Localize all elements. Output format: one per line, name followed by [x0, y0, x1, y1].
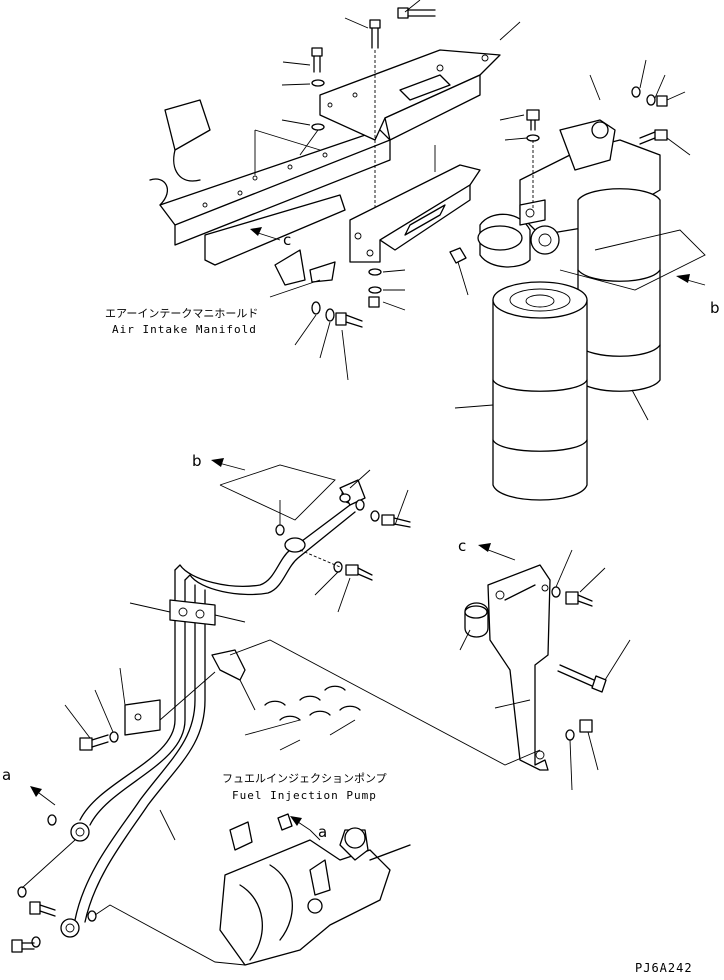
- figure-code: PJ6A242: [635, 961, 693, 975]
- ref-label-a-bottom: a: [318, 823, 327, 841]
- upper-bracket: [319, 49, 501, 141]
- manifold-label-en: Air Intake Manifold: [112, 323, 257, 336]
- bolt-group-bottom-left: [11, 839, 97, 953]
- fuel-injection-pump-label: フュエルインジェクションポンプ Fuel Injection Pump: [222, 772, 387, 802]
- bolt-group-manifold: [294, 301, 363, 381]
- ref-label-c-top: c: [283, 231, 291, 249]
- bolt-group-filter-head: [631, 59, 691, 156]
- pump-label-jp: フュエルインジェクションポンプ: [222, 772, 387, 785]
- reference-c-right: c: [458, 537, 516, 561]
- fuel-filter-mounted: [577, 188, 661, 421]
- ref-label-c-right: c: [458, 537, 466, 555]
- air-intake-manifold-label: エアーインテークマニホールド Air Intake Manifold: [105, 279, 321, 336]
- manifold-label-jp: エアーインテークマニホールド: [105, 307, 258, 320]
- bolt-group-right: [551, 549, 631, 791]
- ref-label-a-left: a: [2, 766, 11, 784]
- filter-mounting-bracket: [349, 145, 481, 311]
- reference-c-top: c: [250, 227, 291, 249]
- bolt-group-left: [64, 689, 119, 751]
- reference-b-mid: b: [192, 452, 336, 521]
- support-bracket: [229, 564, 551, 771]
- fuel-filter-head: [449, 21, 661, 296]
- fuel-pipe-assembly: [60, 469, 411, 938]
- fuel-injection-pump: [219, 685, 411, 966]
- clamp-bracket: [119, 649, 256, 736]
- link-line-bottom: [94, 904, 246, 966]
- air-intake-manifold: [149, 99, 391, 286]
- ref-label-b-top: b: [710, 299, 720, 317]
- reference-b-top: b: [559, 229, 720, 317]
- ref-label-b-mid: b: [192, 452, 202, 470]
- reference-a-left: a: [2, 766, 57, 826]
- pump-label-en: Fuel Injection Pump: [232, 789, 377, 802]
- reference-a-bottom: a: [290, 816, 327, 841]
- fuel-filter-loose: [454, 281, 588, 501]
